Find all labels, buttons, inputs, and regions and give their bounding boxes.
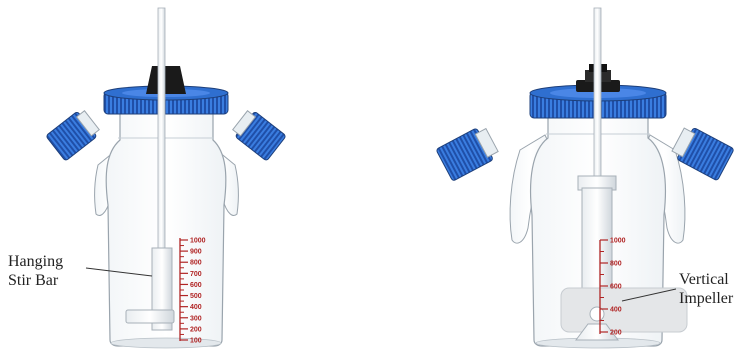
graduation-label: 600 <box>610 284 622 291</box>
hanging-stir-bar-label: Hanging Stir Bar <box>8 252 63 290</box>
graduation-label: 1000 <box>190 238 206 245</box>
vertical-impeller-label-line2: Impeller <box>679 289 733 308</box>
left-flask-side-cap-left <box>46 108 102 162</box>
graduation-label: 200 <box>610 330 622 337</box>
graduation-label: 300 <box>190 315 202 322</box>
graduation-label: 1000 <box>610 238 626 245</box>
right-flask-side-cap-left <box>436 124 501 181</box>
graduation-label: 900 <box>190 249 202 256</box>
graduation-label: 400 <box>610 307 622 314</box>
hanging-stir-bar-label-line1: Hanging <box>8 252 63 271</box>
graduation-label: 800 <box>190 260 202 267</box>
hanging-stir-bar-label-line2: Stir Bar <box>8 271 63 290</box>
graduation-label: 100 <box>190 338 202 345</box>
left-spinner-flask: 1000 900 800 700 600 500 400 300 200 100 <box>46 8 286 348</box>
vertical-impeller-label: Vertical Impeller <box>679 270 733 308</box>
right-flask-rod <box>594 8 601 180</box>
graduation-label: 600 <box>190 282 202 289</box>
graduation-label: 500 <box>190 293 202 300</box>
left-flask-stopper <box>146 66 186 94</box>
left-flask-rod <box>158 8 165 252</box>
vertical-impeller-label-line1: Vertical <box>679 270 733 289</box>
graduation-label: 400 <box>190 304 202 311</box>
left-flask-side-cap-right <box>230 108 286 162</box>
graduation-label: 700 <box>190 271 202 278</box>
graduation-label: 800 <box>610 261 622 268</box>
graduation-label: 200 <box>190 326 202 333</box>
